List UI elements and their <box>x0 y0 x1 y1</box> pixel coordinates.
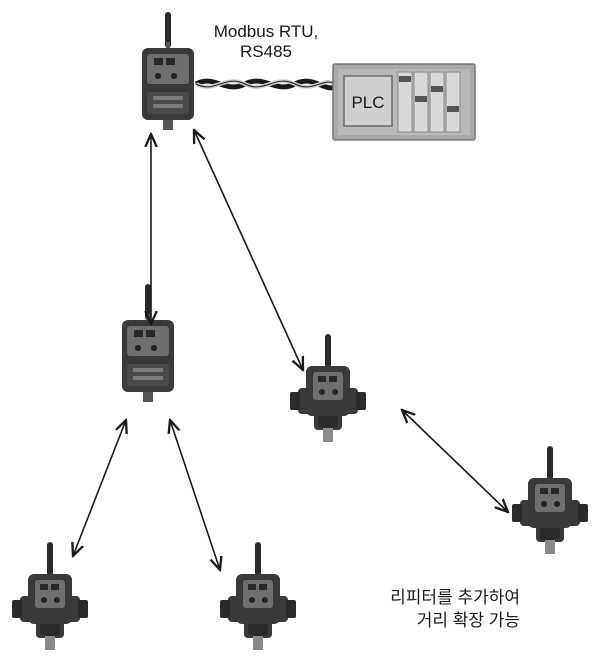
link-gateway-node-middle <box>194 130 303 370</box>
link-repeater-node-bottom-center <box>170 420 220 570</box>
plc-screen <box>343 75 393 127</box>
gateway-device <box>142 12 194 130</box>
protocol-label-line1: Modbus RTU, <box>213 22 319 41</box>
repeater-note: 리피터를 추가하여 거리 확장 가능 <box>390 586 520 632</box>
node-device-bottom-center <box>220 542 296 650</box>
link-repeater-node-bottom-left <box>73 420 126 556</box>
repeater-note-line1: 리피터를 추가하여 <box>390 588 520 607</box>
plc-label: PLC <box>351 93 384 112</box>
protocol-label-line2: RS485 <box>240 42 292 61</box>
plc-io-modules <box>397 71 461 133</box>
node-device-bottom-left <box>12 542 88 650</box>
node-device-middle <box>290 334 366 442</box>
rs485-cable <box>194 78 340 91</box>
repeater-note-line2: 거리 확장 가능 <box>416 611 520 630</box>
repeater-device <box>122 284 174 402</box>
node-device-right <box>512 446 588 554</box>
plc-unit <box>332 63 476 141</box>
protocol-label: Modbus RTU, RS485 <box>196 22 336 62</box>
link-node-middle-node-right <box>402 410 508 512</box>
